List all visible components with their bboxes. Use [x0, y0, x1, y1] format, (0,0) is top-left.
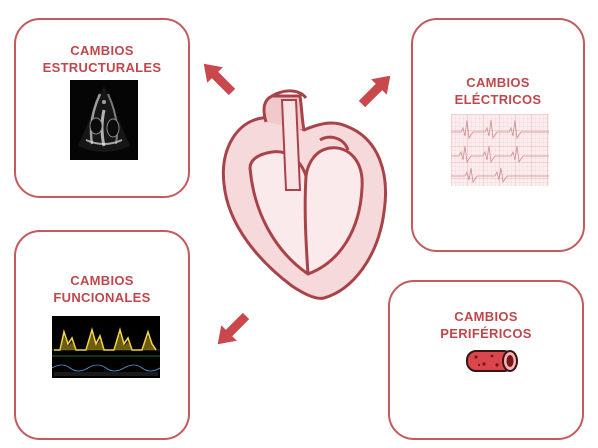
heart-outline	[223, 91, 385, 298]
arrow-down-left-icon	[210, 308, 254, 352]
arrow-up-left-icon	[196, 56, 240, 100]
arrow-up-right-icon	[354, 68, 398, 112]
